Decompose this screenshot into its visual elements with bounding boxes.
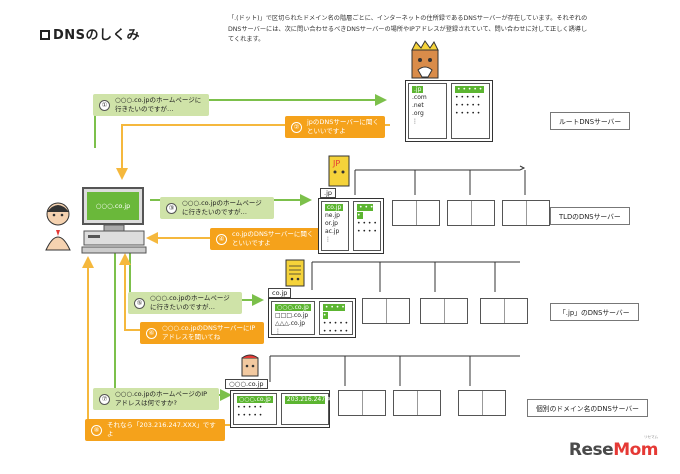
- domain-mini-book-1: [338, 390, 386, 416]
- intro-text: 「.(ドット)」で区切られたドメイン名の階層ごとに、インターネットの住所録である…: [228, 15, 588, 43]
- checkbox-square-icon: [40, 30, 50, 40]
- cojp-mascot-icon: [285, 259, 305, 287]
- level-label-tld: TLDのDNSサーバー: [550, 207, 630, 225]
- computer-screen: ○○○.co.jp: [82, 187, 144, 225]
- logo-kana: リセマム: [644, 435, 658, 439]
- page-title: DNSのしくみ: [40, 24, 140, 43]
- step-6: ⑥○○○.co.jpのDNSサーバーにIPアドレスを聞いてね: [140, 322, 264, 344]
- level-label-jp: 「.jp」のDNSサーバー: [550, 303, 639, 321]
- domain-mini-book-2: [393, 390, 441, 416]
- user-icon: [45, 202, 71, 251]
- domain-mascot-icon: [241, 354, 259, 377]
- step-1: ①○○○.co.jpのホームページに行きたいのですが…: [93, 94, 209, 116]
- tld-tag: .jp: [320, 188, 336, 198]
- jp-mini-book-3: [480, 298, 528, 324]
- tld-mini-book-2: [447, 200, 495, 226]
- tld-mini-book-3: [502, 200, 550, 226]
- ip-address: 203.216.247.XXX: [284, 396, 340, 404]
- step-7: ⑦○○○.co.jpのホームページのIPアドレスは何ですか?: [93, 388, 219, 410]
- root-dns-book: .jp .com .net .org ⋮ • • • • •• • • • ••…: [405, 80, 493, 142]
- jp-mini-book-1: [362, 298, 410, 324]
- jp-dns-book: ○○○.co.jp □□□.co.jp △△△.co.jp ⋮ • • • • …: [268, 298, 356, 338]
- jp-tag: co.jp: [268, 288, 292, 298]
- step-3: ③○○○.co.jpのホームページに行きたいのですが…: [160, 197, 274, 219]
- tld-dns-book: co.jp ne.jp or.jp ac.jp ⋮ • • • •• • • •…: [318, 198, 384, 254]
- domain-tag: ○○○.co.jp: [225, 379, 268, 389]
- level-label-domain: 個別のドメイン名のDNSサーバー: [527, 399, 648, 417]
- jp-mascot-icon: JP: [328, 155, 350, 187]
- domain-dns-book: ○○○.co.jp • • • • • • • • • • 203.216.24…: [230, 390, 340, 428]
- level-label-root: ルートDNSサーバー: [550, 112, 631, 130]
- domain-mini-book-3: [458, 390, 506, 416]
- root-mascot-icon: [411, 40, 439, 79]
- jp-mini-book-2: [420, 298, 468, 324]
- tld-mini-book-1: [392, 200, 440, 226]
- step-5: ⑤○○○.co.jpのホームページに行きたいのですが…: [128, 292, 242, 314]
- svg-text:JP: JP: [332, 159, 340, 168]
- computer-base-icon: [81, 225, 147, 254]
- resemom-logo: ReseMom: [568, 440, 659, 460]
